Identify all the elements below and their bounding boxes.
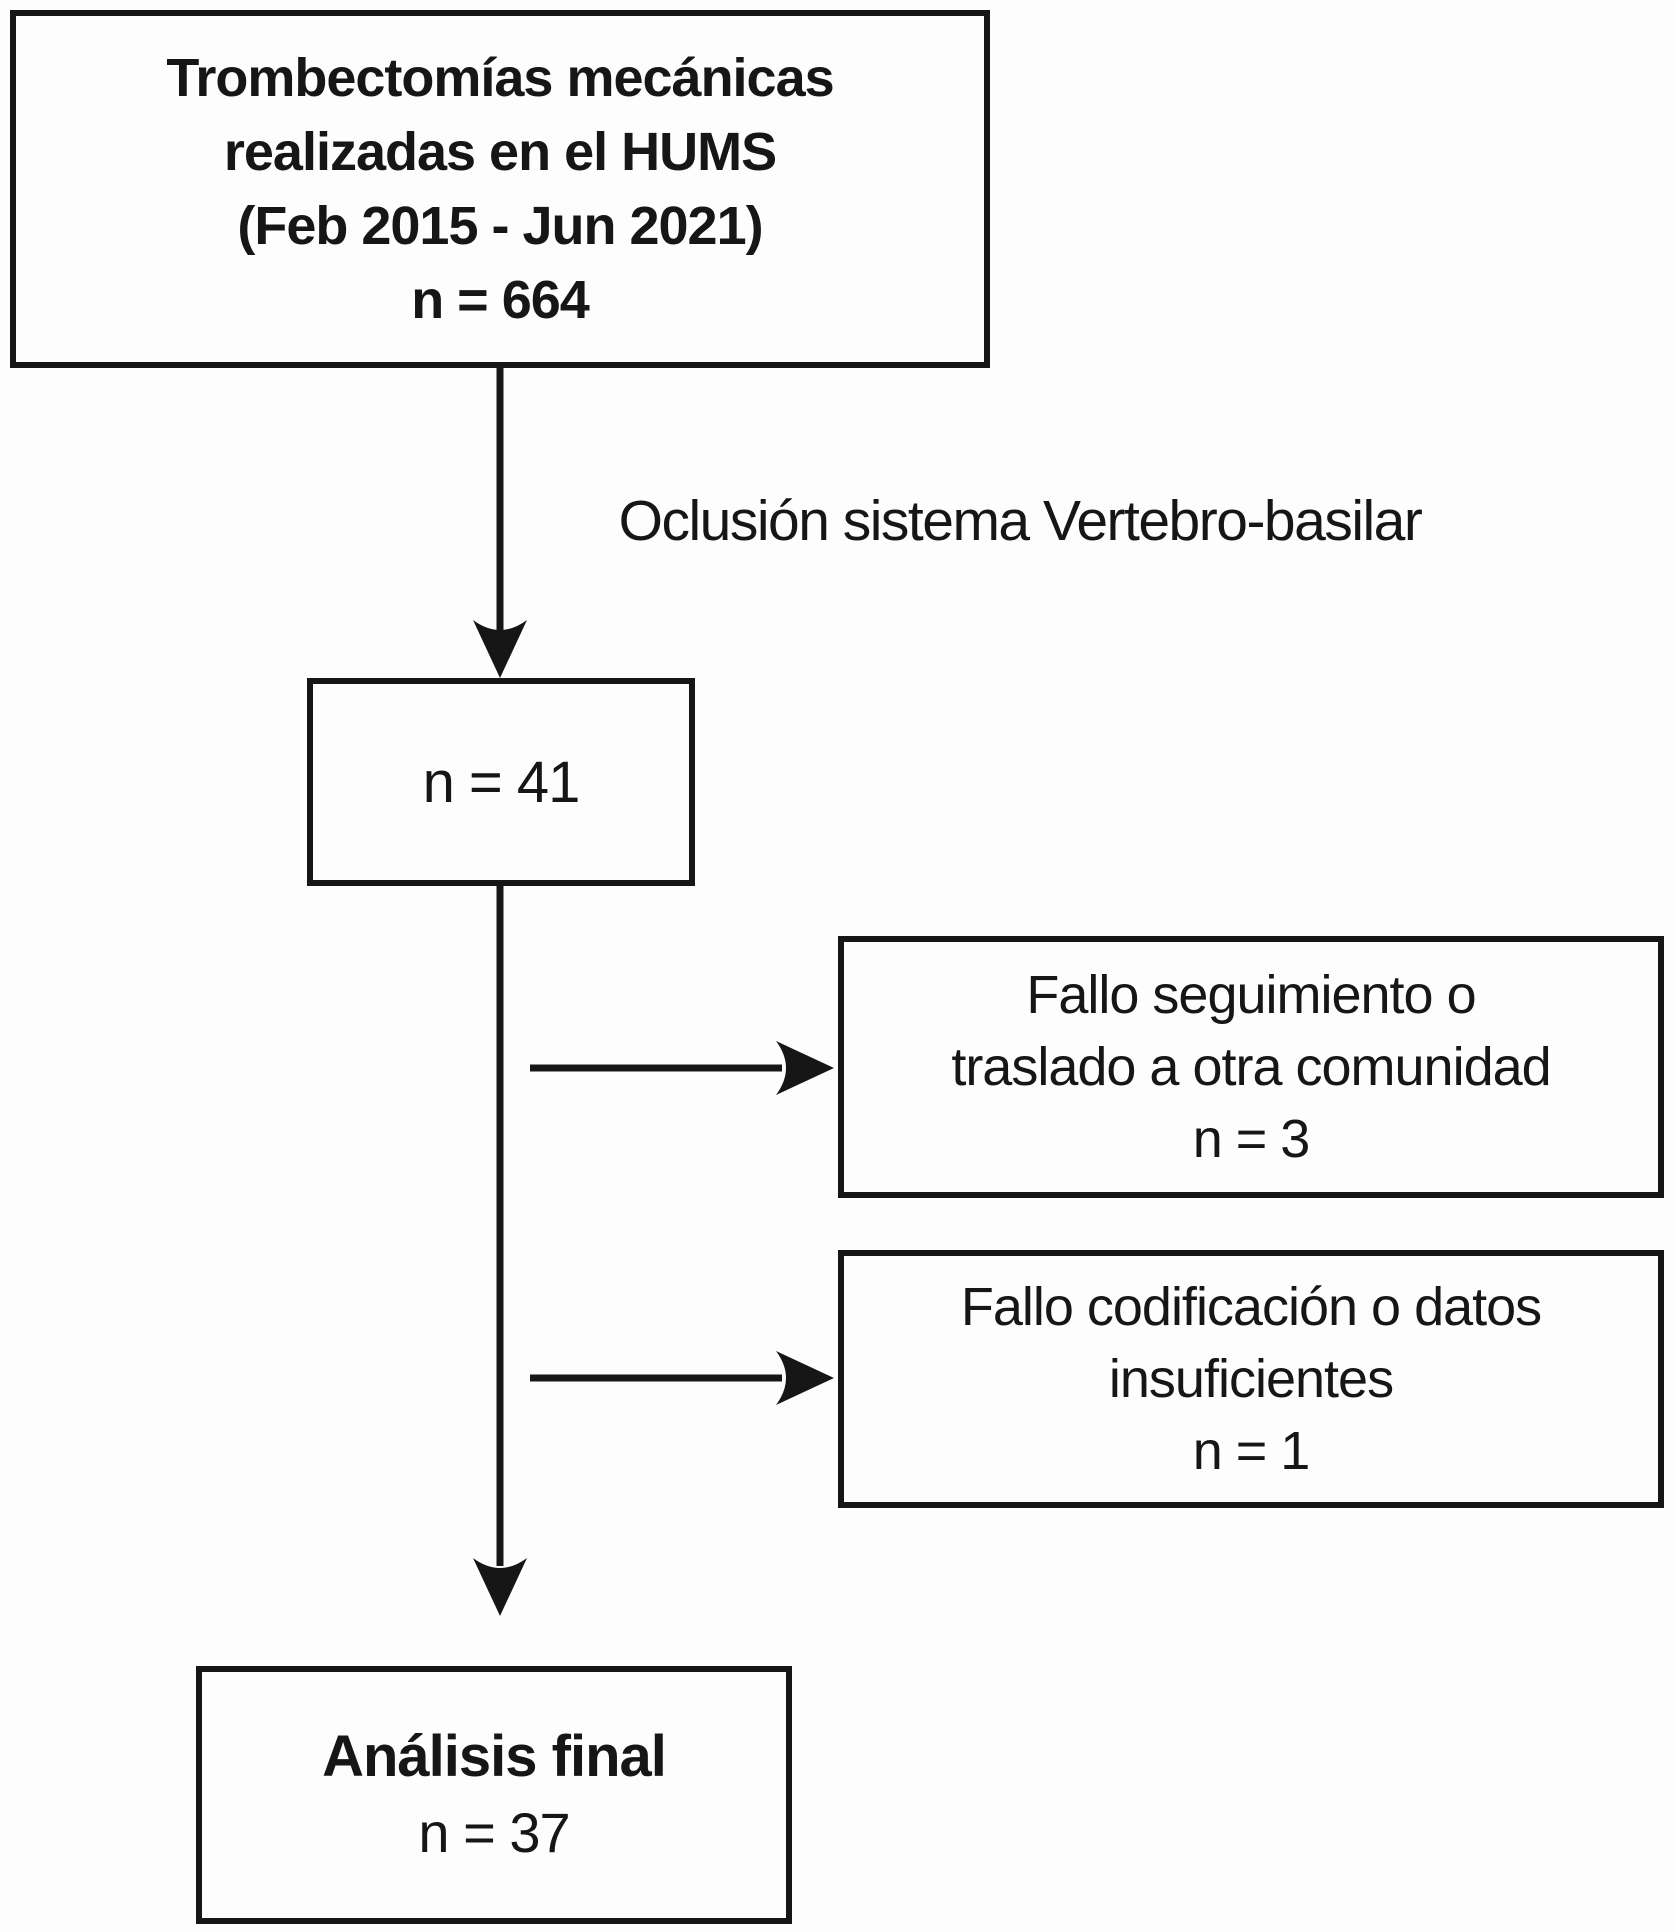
final-analysis-count: n = 37 xyxy=(418,1801,570,1864)
source-box-line: (Feb 2015 - Jun 2021) xyxy=(237,196,763,256)
source-box: Trombectomías mecánicas realizadas en el… xyxy=(10,10,990,368)
final-analysis-title: Análisis final xyxy=(322,1724,667,1789)
branch-arrowhead-2 xyxy=(776,1351,834,1405)
final-analysis-box: Análisis final n = 37 xyxy=(196,1666,792,1924)
branch-label: Oclusión sistema Vertebro-basilar xyxy=(618,489,1423,553)
exclusion-box-followup: Fallo seguimiento o traslado a otra comu… xyxy=(838,936,1664,1198)
exclusion-line: insuficientes xyxy=(1108,1349,1394,1409)
occlusion-count: n = 41 xyxy=(422,749,581,815)
down-arrowhead-mid xyxy=(473,1558,527,1616)
down-arrowhead-top xyxy=(473,620,527,678)
exclusion-line: traslado a otra comunidad xyxy=(951,1037,1551,1097)
exclusion-line: Fallo seguimiento o xyxy=(1026,965,1476,1025)
source-box-line: n = 664 xyxy=(411,270,590,330)
exclusion-box-coding: Fallo codificación o datos insuficientes… xyxy=(838,1250,1664,1508)
branch-arrowhead-1 xyxy=(776,1041,834,1095)
exclusion-line: Fallo codificación o datos xyxy=(960,1277,1542,1337)
source-box-line: Trombectomías mecánicas xyxy=(166,48,834,108)
exclusion-count: n = 3 xyxy=(1192,1109,1311,1169)
occlusion-count-box: n = 41 xyxy=(307,678,695,886)
exclusion-count: n = 1 xyxy=(1192,1421,1311,1481)
source-box-line: realizadas en el HUMS xyxy=(223,122,777,182)
